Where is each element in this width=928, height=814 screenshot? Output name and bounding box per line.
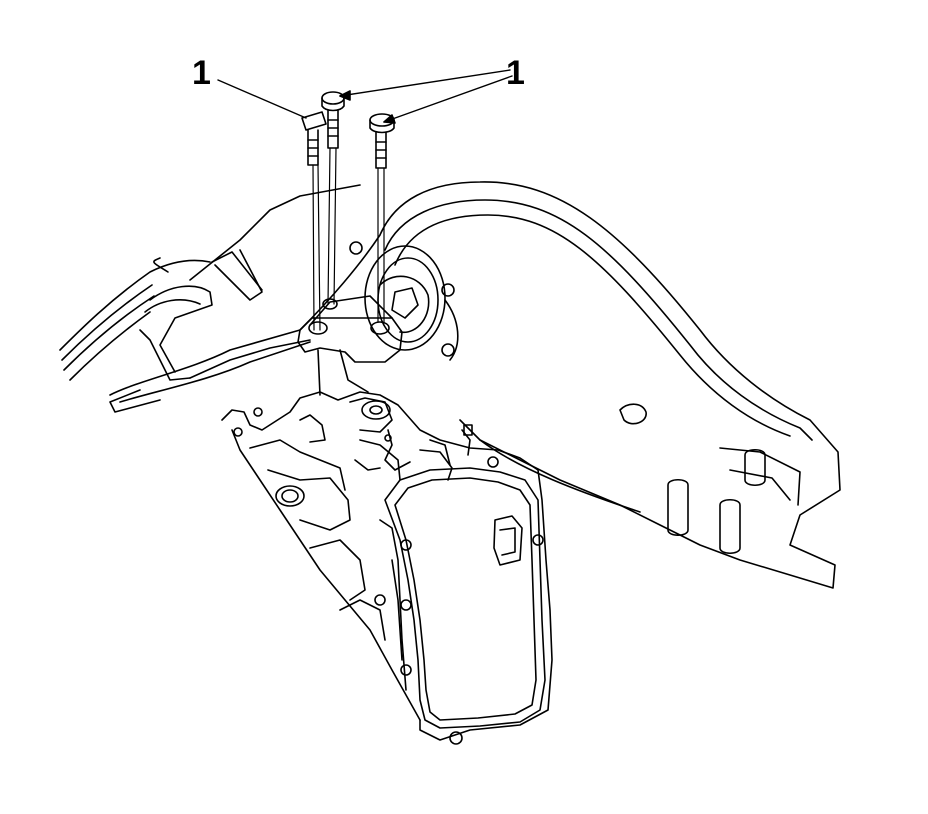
transmission-linkage (355, 430, 452, 480)
callout-leaders (218, 70, 512, 123)
transmission-mount (350, 242, 458, 360)
frame-side-panel (60, 185, 360, 380)
frame-rail (110, 182, 840, 588)
bolt-left[interactable] (302, 112, 326, 330)
callout-label-right: 1 (506, 54, 525, 92)
transmission-side-cover (380, 468, 545, 744)
transmission-case (222, 392, 552, 740)
bolt-right[interactable] (370, 114, 394, 322)
callout-label-left: 1 (192, 54, 211, 92)
bolt-center[interactable] (322, 92, 344, 304)
